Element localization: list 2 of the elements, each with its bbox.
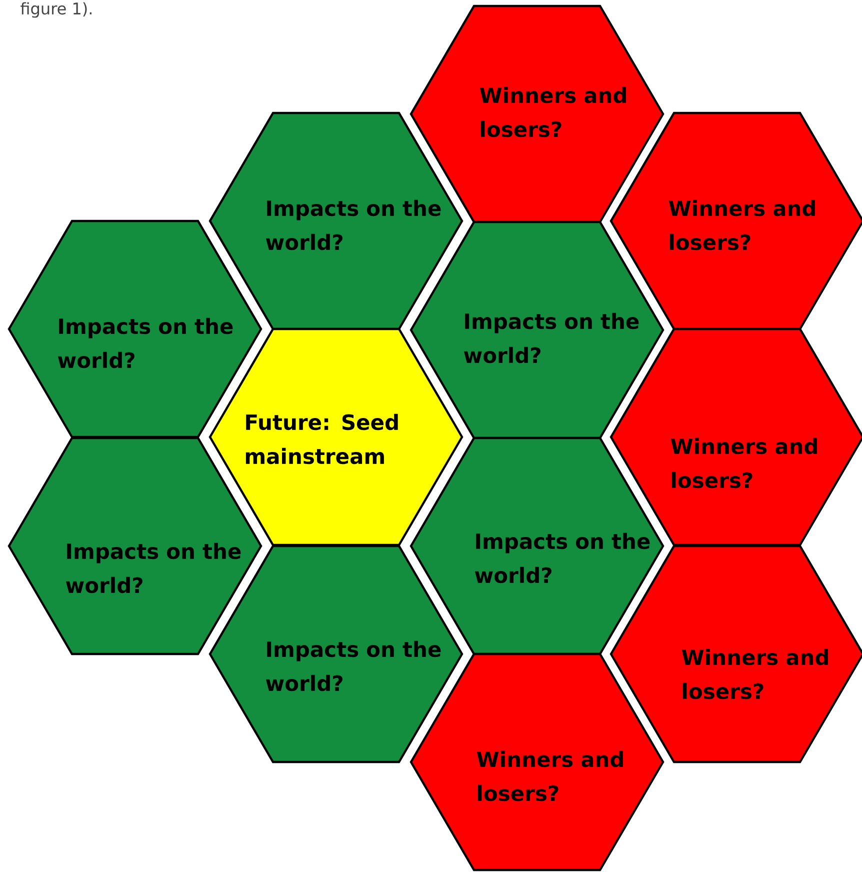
- caption-fragment: figure 1).: [20, 2, 92, 18]
- hexagon: Impacts on the world?: [410, 220, 664, 440]
